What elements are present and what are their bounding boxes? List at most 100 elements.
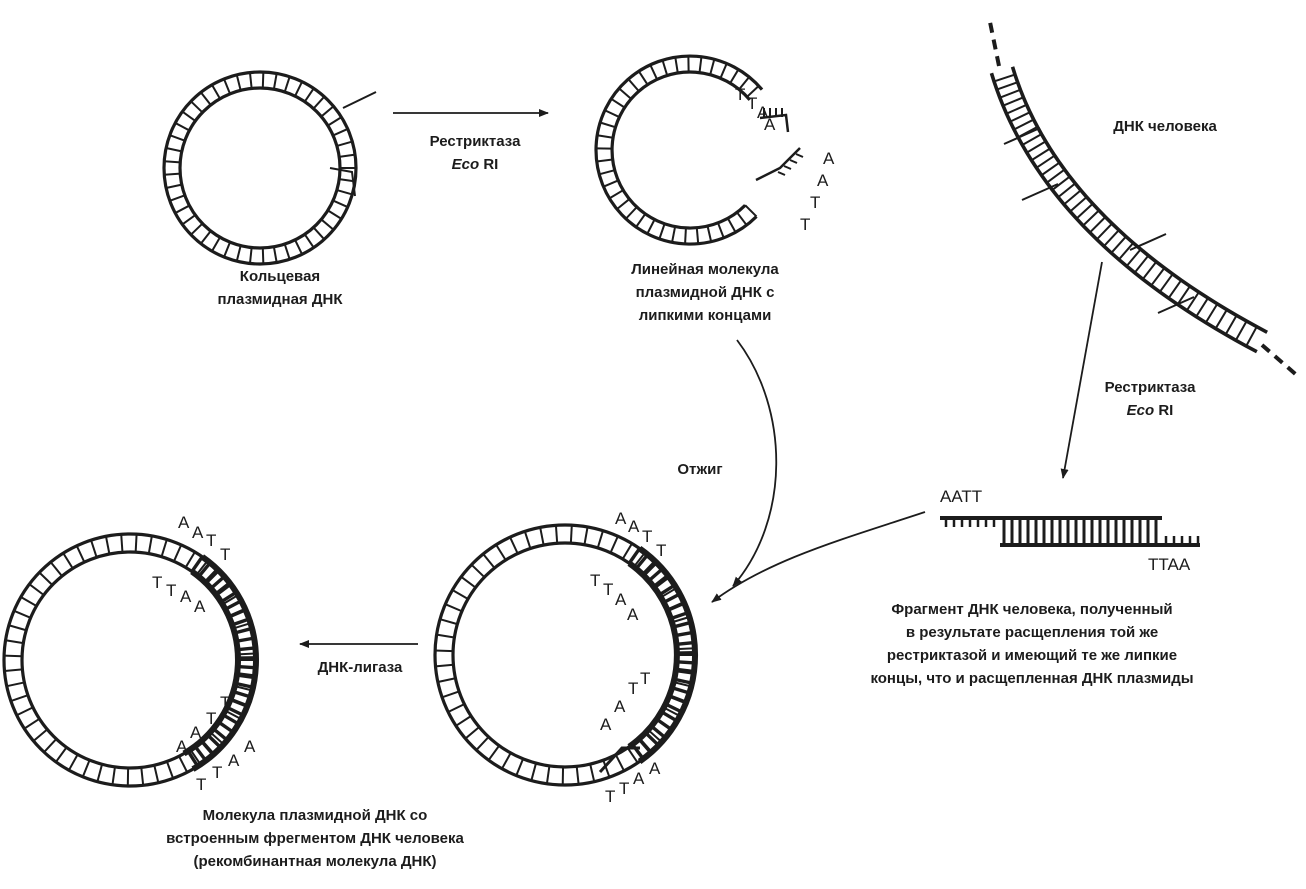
linear-plasmid-base-pair	[729, 68, 740, 84]
annealed-top-outer-base: A	[628, 517, 640, 536]
annealed-insert-base-pair	[675, 630, 694, 638]
circular-plasmid-base-pair	[261, 247, 265, 264]
linear-plasmid-base-pair	[596, 158, 613, 163]
linear-plasmid-base-pair	[695, 227, 700, 244]
annealed-insert-base-pair	[667, 601, 685, 612]
human-dna-base-pair	[1133, 254, 1150, 274]
annealed-plasmid-base-pair	[451, 589, 469, 600]
annealed-top-outer-base: T	[656, 541, 666, 560]
linear-plasmid-base-pair	[726, 217, 737, 233]
linear-plasmid-base-pair	[603, 179, 619, 188]
human-dna-fragment	[940, 516, 1200, 547]
linear-plasmid-base-pair	[671, 226, 677, 243]
ecori-site-mark	[1157, 296, 1195, 314]
recombinant-plasmid-base-pair	[160, 539, 168, 558]
human-dna-label: ДНК человека	[1085, 115, 1245, 138]
annealed-bottom-outer-base: T	[619, 779, 629, 798]
recombinant-plasmid-base-pair	[165, 761, 175, 779]
annealed-plasmid-base-pair	[633, 551, 646, 568]
annealed-insert-base-pair	[650, 724, 667, 740]
ecori-cut-marks	[329, 91, 377, 197]
recombinant-plasmid-base-pair	[4, 654, 23, 658]
annealed-insert-base-pair	[676, 640, 695, 646]
recombinant-insert-base-pair	[236, 673, 256, 680]
linear-plasmid-base-pair	[674, 57, 679, 74]
ligase-label: ДНК-лигаза	[290, 656, 430, 679]
restriction-label-1-name: Рестриктаза	[429, 133, 521, 150]
annealed-insert-base-pair	[653, 575, 670, 589]
annealed-top-inner-base: T	[590, 571, 600, 590]
human-dna-base-pair	[1075, 202, 1094, 220]
recombinant-insert-base-pair	[224, 599, 243, 611]
human-dna-strand-2	[1010, 66, 1268, 334]
ecori-site-mark	[1003, 127, 1041, 145]
fragment-bottom-end-label: TTAA	[1148, 555, 1191, 574]
circular-plasmid-base-pair	[235, 74, 242, 91]
human-dna-base-pair	[1040, 161, 1061, 177]
annealed-plasmid-base-pair	[475, 736, 490, 751]
human-dna-base-pair	[1030, 147, 1051, 162]
annealed-insert-base-pair	[627, 547, 641, 565]
annealed-plasmid-base-pair	[441, 690, 460, 699]
linear-plasmid-base-pair	[684, 227, 687, 244]
annealed-plasmid-base-pair	[539, 527, 545, 546]
annealed-insert-inner	[627, 560, 680, 750]
annealed-plasmid-base-pair	[460, 575, 477, 589]
circular-plasmid-base-pair	[294, 81, 303, 97]
annealed-plasmid-base-pair	[676, 667, 695, 672]
restriction-label-2-enzyme: Eco RI	[1065, 399, 1235, 422]
circular-plasmid-base-pair	[169, 134, 186, 142]
annealed-plasmid-base-pair	[626, 747, 639, 764]
recombinant-plasmid-base-pair	[32, 728, 48, 742]
annealed-plasmid-base-pair	[523, 531, 532, 549]
annealed-plasmid-base-pair	[673, 681, 692, 688]
human-dna-base-pair	[999, 88, 1021, 99]
human-dna-base-pair	[1057, 182, 1076, 199]
linear-plasmid-base-pair	[649, 64, 658, 80]
linear-bottom-base: T	[810, 193, 820, 212]
circular-plasmid-base-pair	[211, 84, 221, 100]
recombinant-plasmid-base-pair	[153, 765, 160, 783]
linear-plasmid-base-pair	[736, 211, 748, 226]
annealed-insert-base-pair	[668, 694, 687, 705]
circular-plasmid-base-pair	[320, 105, 335, 118]
human-dna-base-pair	[1118, 242, 1135, 261]
annealed-plasmid-base-pair	[436, 633, 455, 639]
recombinant-plasmid-base-pair	[173, 544, 183, 562]
recombinant-plasmid-base-pair	[43, 738, 58, 753]
recombinant-plasmid-base-pair	[147, 535, 153, 554]
annealed-insert-base-pair	[655, 717, 673, 731]
recombinant-caption-line-1: Молекула плазмидной ДНК со	[202, 807, 428, 824]
recombinant-insert-inner	[182, 569, 241, 757]
annealed-insert-base-pair	[673, 620, 692, 629]
human-dna-base-pair	[1069, 196, 1088, 213]
circular-plasmid-base-pair	[303, 233, 315, 249]
annealed-plasmid-base-pair	[482, 553, 496, 569]
ligase-label-text: ДНК-лигаза	[317, 659, 403, 676]
linear-plasmid-base-pair	[706, 225, 713, 242]
ligated-top-outer-base: A	[178, 513, 190, 532]
restriction-label-2-enzyme-italic: Eco	[1126, 402, 1155, 419]
recombinant-plasmid-base-pair	[6, 681, 25, 688]
linear-plasmid-base-pair	[719, 63, 728, 79]
annealed-bottom-inner-base: A	[614, 697, 626, 716]
circular-plasmid-base-pair	[211, 236, 221, 252]
human-dna-base-pair	[1125, 248, 1142, 267]
circular-plasmid-inner-strand	[178, 86, 342, 250]
recombinant-insert-base-pair	[234, 626, 253, 635]
recombinant-insert-base-pair	[193, 745, 208, 762]
ligated-bottom-inner-base: T	[220, 693, 230, 712]
human-dna-base-pair	[996, 81, 1018, 91]
annealed-plasmid-base-pair	[660, 587, 677, 599]
annealed-top-outer-base: T	[642, 527, 652, 546]
recombinant-plasmid-base-pair	[120, 534, 124, 553]
linear-plasmid-base-pair	[610, 97, 626, 109]
annealed-plasmid-base-pair	[569, 525, 573, 544]
recombinant-insert-base-pair	[190, 555, 204, 573]
annealed-insert-base-pair	[647, 567, 664, 583]
linear-plasmid-base-pair	[599, 121, 616, 129]
linear-plasmid-base-pair	[616, 198, 631, 210]
annealed-plasmid-base-pair	[464, 726, 480, 740]
circular-plasmid-base-pair	[303, 87, 315, 103]
